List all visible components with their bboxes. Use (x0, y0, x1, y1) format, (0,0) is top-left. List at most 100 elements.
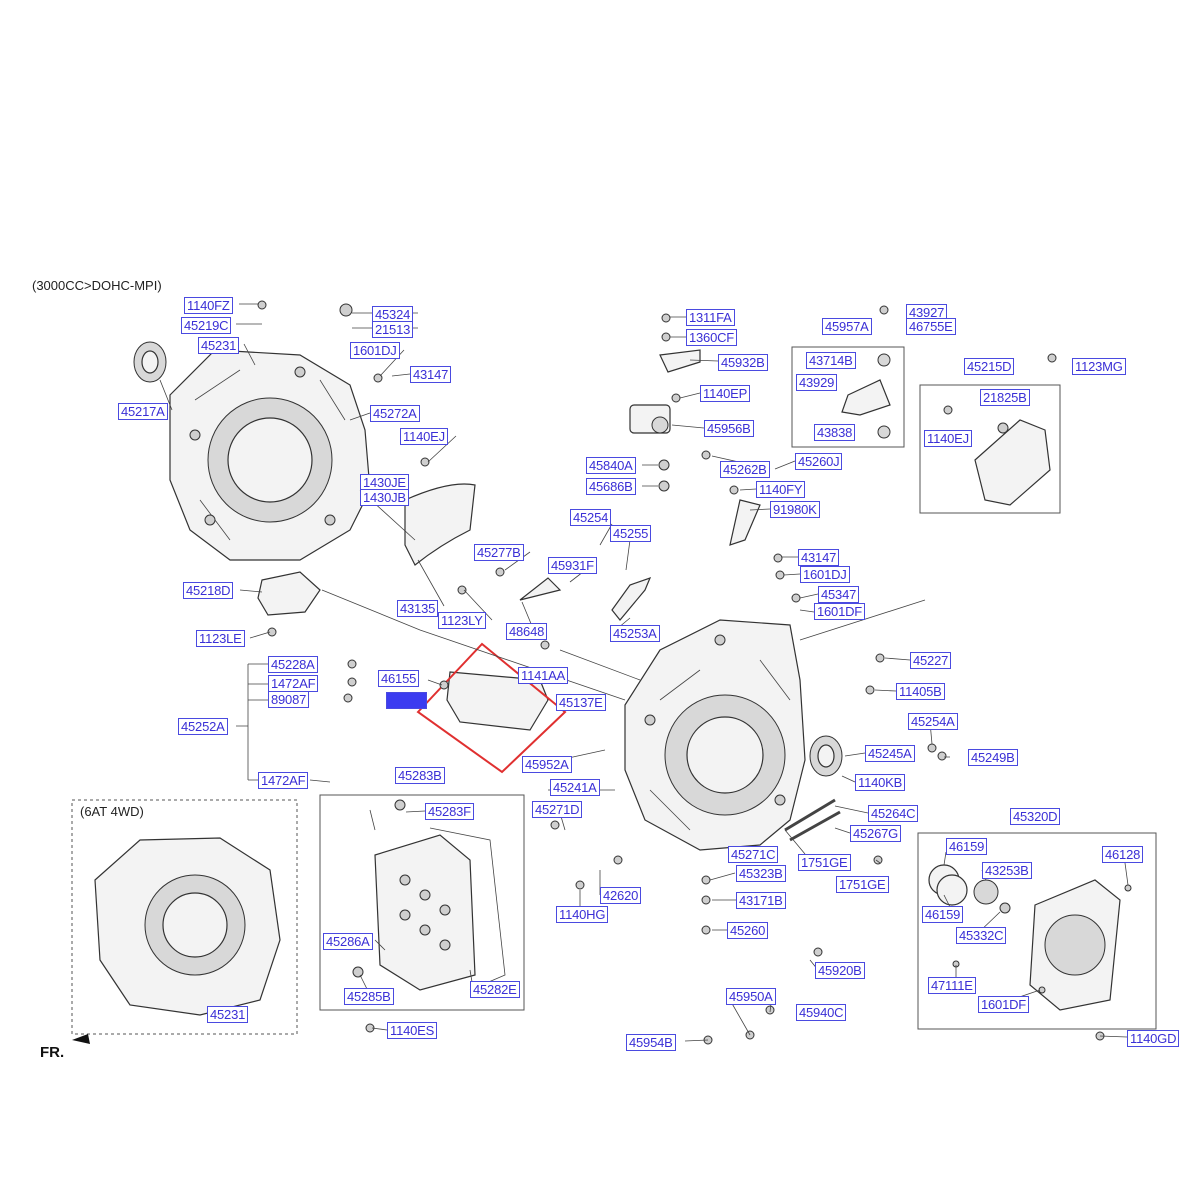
part-label[interactable]: 45347 (818, 586, 860, 603)
part-label[interactable]: 45271C (728, 846, 779, 863)
part-label[interactable]: 47111E (928, 977, 976, 994)
part-label-highlighted[interactable]: 46321 (386, 692, 428, 709)
front-arrow-icon (72, 1034, 90, 1044)
seal-45245A-part (809, 735, 843, 777)
part-label[interactable]: 11405B (896, 683, 945, 700)
part-label[interactable]: 1140ES (387, 1022, 438, 1039)
part-label[interactable]: 45219C (181, 317, 232, 334)
part-label[interactable]: 46159 (922, 906, 964, 923)
part-label[interactable]: 45920B (815, 962, 865, 979)
bracket-45252A (236, 663, 268, 781)
part-label[interactable]: 45286A (323, 933, 373, 950)
part-label[interactable]: 48648 (506, 623, 548, 640)
part-label[interactable]: 45931F (548, 557, 597, 574)
part-label[interactable]: 1140KB (855, 774, 906, 791)
part-label[interactable]: 45332C (956, 927, 1007, 944)
part-label[interactable]: 45254A (908, 713, 958, 730)
part-label[interactable]: 1140GD (1127, 1030, 1180, 1047)
part-label[interactable]: 1123MG (1072, 358, 1126, 375)
part-label[interactable]: 45241A (550, 779, 600, 796)
part-label[interactable]: 45231 (207, 1006, 249, 1023)
part-label[interactable]: 45228A (268, 656, 318, 673)
part-label[interactable]: 45271D (532, 801, 583, 818)
part-label[interactable]: 45253A (610, 625, 660, 642)
part-label[interactable]: 91980K (770, 501, 820, 518)
part-label[interactable]: 46159 (946, 838, 988, 855)
part-label[interactable]: 45267G (850, 825, 902, 842)
part-label[interactable]: 1751GE (836, 876, 889, 893)
part-label[interactable]: 1360CF (686, 329, 738, 346)
part-label[interactable]: 43171B (736, 892, 786, 909)
part-label[interactable]: 1751GE (798, 854, 851, 871)
rear-cover-part (928, 864, 1121, 1011)
part-label[interactable]: 1123LE (196, 630, 245, 647)
part-label[interactable]: 1601DF (814, 603, 866, 620)
part-label[interactable]: 45840A (586, 457, 636, 474)
part-label[interactable]: 45260 (727, 922, 769, 939)
part-label[interactable]: 1140FZ (184, 297, 233, 314)
part-label[interactable]: 45323B (736, 865, 786, 882)
part-label[interactable]: 45277B (474, 544, 524, 561)
part-label[interactable]: 45282E (470, 981, 520, 998)
part-label[interactable]: 45264C (868, 805, 919, 822)
part-label[interactable]: 45255 (610, 525, 652, 542)
part-label[interactable]: 45252A (178, 718, 228, 735)
part-label[interactable]: 45952A (522, 756, 572, 773)
part-label[interactable]: 45218D (183, 582, 234, 599)
part-label[interactable]: 45272A (370, 405, 420, 422)
part-label[interactable]: 1472AF (268, 675, 319, 692)
part-label[interactable]: 21825B (980, 389, 1030, 406)
pipes-45264C-part (784, 798, 841, 842)
part-label[interactable]: 45285B (344, 988, 394, 1005)
part-label[interactable]: 1123LY (438, 612, 486, 629)
part-label[interactable]: 1430JB (360, 489, 409, 506)
part-label[interactable]: 43135 (397, 600, 439, 617)
part-label[interactable]: 45940C (796, 1004, 847, 1021)
part-label[interactable]: 1601DJ (800, 566, 850, 583)
part-label[interactable]: 43929 (796, 374, 838, 391)
part-label[interactable]: 43253B (982, 862, 1032, 879)
part-label[interactable]: 45262B (720, 461, 770, 478)
part-label[interactable]: 1140EP (700, 385, 751, 402)
part-label[interactable]: 45231 (198, 337, 240, 354)
part-label[interactable]: 21513 (372, 321, 414, 338)
part-label[interactable]: 45686B (586, 478, 636, 495)
part-label[interactable]: 45956B (704, 420, 754, 437)
part-label[interactable]: 43838 (814, 424, 856, 441)
part-label[interactable]: 1311FA (686, 309, 735, 326)
part-label[interactable]: 43147 (410, 366, 452, 383)
part-label[interactable]: 45957A (822, 318, 872, 335)
part-label[interactable]: 43927 (906, 304, 948, 321)
part-label[interactable]: 45249B (968, 749, 1018, 766)
part-label[interactable]: 46128 (1102, 846, 1144, 863)
part-label[interactable]: 1141AA (518, 667, 569, 684)
part-label[interactable]: 43714B (806, 352, 856, 369)
part-label[interactable]: 45950A (726, 988, 776, 1005)
part-label[interactable]: 45227 (910, 652, 952, 669)
part-label[interactable]: 46755E (906, 318, 956, 335)
group-frame-45957A (791, 346, 905, 448)
part-label[interactable]: 1601DF (978, 996, 1030, 1013)
part-label[interactable]: 1140EJ (924, 430, 972, 447)
part-label[interactable]: 43147 (798, 549, 840, 566)
part-label[interactable]: 45245A (865, 745, 915, 762)
part-label[interactable]: 45215D (964, 358, 1015, 375)
part-label[interactable]: 45137E (556, 694, 606, 711)
part-label[interactable]: 1140EJ (400, 428, 448, 445)
part-label[interactable]: 1140FY (756, 481, 806, 498)
part-label[interactable]: 45217A (118, 403, 168, 420)
part-label[interactable]: 1140HG (556, 906, 609, 923)
part-label[interactable]: 45954B (626, 1034, 676, 1051)
part-label[interactable]: 45260J (795, 453, 843, 470)
part-label[interactable]: 42620 (600, 887, 642, 904)
part-label[interactable]: 45932B (718, 354, 768, 371)
part-label[interactable]: 89087 (268, 691, 310, 708)
part-label[interactable]: 45283F (425, 803, 474, 820)
part-label[interactable]: 1601DJ (350, 342, 400, 359)
part-label[interactable]: 45324 (372, 306, 414, 323)
part-label[interactable]: 45254 (570, 509, 612, 526)
part-label[interactable]: 45283B (395, 767, 445, 784)
part-label[interactable]: 45320D (1010, 808, 1061, 825)
part-label[interactable]: 1472AF (258, 772, 309, 789)
part-label[interactable]: 46155 (378, 670, 420, 687)
